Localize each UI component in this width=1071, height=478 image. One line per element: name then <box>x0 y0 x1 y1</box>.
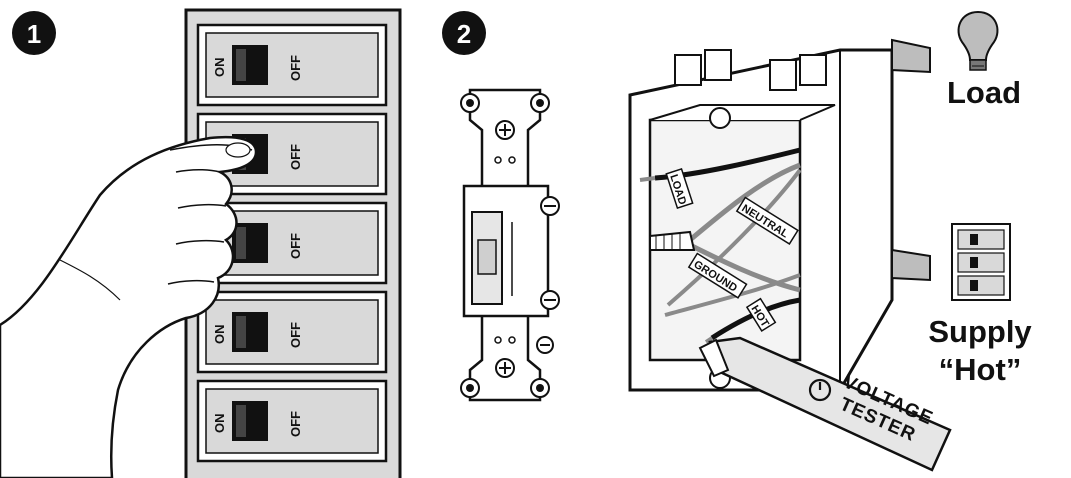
breaker-switch: ON OFF <box>196 23 388 107</box>
svg-text:2: 2 <box>457 19 471 49</box>
supply-label: Supply <box>928 314 1032 349</box>
breaker-switch: ON OFF <box>196 290 388 374</box>
breaker-off-label: OFF <box>288 55 303 81</box>
breaker-panel-icon <box>951 223 1011 301</box>
breaker-off-label: OFF <box>288 322 303 348</box>
step-1-badge: 1 <box>12 11 56 55</box>
load-label: Load <box>947 75 1021 110</box>
breaker-switch: ON OFF <box>196 379 388 463</box>
step-2-badge: 2 <box>442 11 486 55</box>
light-switch <box>460 88 560 402</box>
breaker-on-label: ON <box>212 414 227 434</box>
light-bulb-icon <box>957 10 999 71</box>
svg-text:1: 1 <box>27 19 41 49</box>
breaker-on-label: ON <box>212 58 227 78</box>
breaker-off-label: OFF <box>288 233 303 259</box>
breaker-off-label: OFF <box>288 144 303 170</box>
breaker-on-label: ON <box>212 325 227 345</box>
breaker-off-label: OFF <box>288 411 303 437</box>
electrical-box <box>628 38 931 392</box>
power-icon <box>808 378 832 402</box>
hand-illustration <box>0 135 258 478</box>
hot-label: “Hot” <box>939 352 1022 387</box>
